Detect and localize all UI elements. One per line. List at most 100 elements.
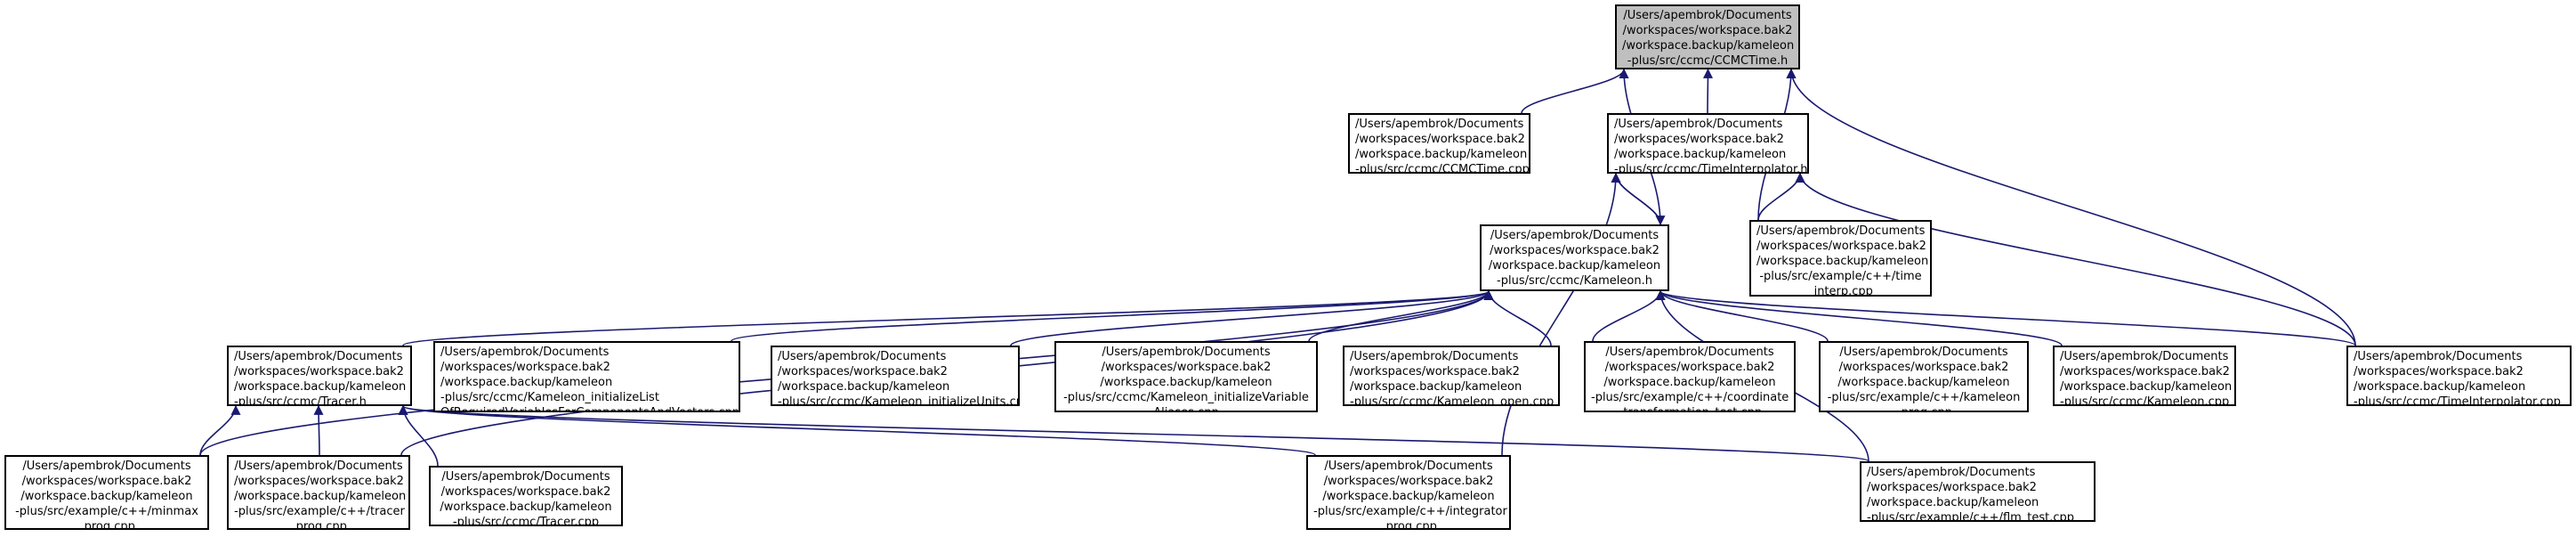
node-label-line: /workspace.backup/kameleon: [1488, 259, 1661, 273]
node-label-line: _prog.cpp: [1380, 520, 1437, 530]
node-label-line: /workspace.backup/kameleon: [234, 490, 407, 503]
node-coordinate-transformation-test-cpp[interactable]: /Users/apembrok/Documents/workspaces/wor…: [1584, 341, 1796, 412]
edge-kameleon_h-to-kameleon_cpp: [1655, 289, 2063, 346]
node-label-line: -plus/src/example/c++/integrator: [1313, 505, 1507, 518]
node-label-line: /workspaces/workspace.bak2: [2060, 365, 2230, 378]
node-label-line: /workspace.backup/kameleon: [1350, 380, 1522, 394]
edge-root-to-ccmctime_cpp: [1521, 68, 1629, 114]
node-label-line: /workspaces/workspace.bak2: [1323, 475, 1494, 488]
node-label-line: /Users/apembrok/Documents: [234, 350, 403, 363]
node-label-line: /workspace.backup/kameleon: [1603, 376, 1776, 389]
node-label-line: _prog.cpp: [78, 520, 135, 530]
node-label-line: -plus/src/ccmc/TimeInterpolator.h: [1614, 163, 1808, 174]
node-label-line: /workspace.backup/kameleon: [1622, 39, 1795, 53]
node-kameleon-h[interactable]: /Users/apembrok/Documents/workspaces/wor…: [1480, 224, 1669, 291]
node-minmax-prog-cpp[interactable]: /Users/apembrok/Documents/workspaces/wor…: [4, 455, 209, 530]
node-label-line: -plus/src/example/c++/kameleon: [1827, 391, 2021, 404]
node-label-line: /Users/apembrok/Documents: [440, 346, 610, 359]
node-label-line: /workspace.backup/kameleon: [1837, 376, 2010, 389]
node-label-line: /Users/apembrok/Documents: [778, 350, 947, 363]
node-label-line: /workspaces/workspace.bak2: [1838, 361, 2009, 374]
node-label-line: -plus/src/ccmc/Tracer.cpp: [452, 516, 600, 526]
node-kameleon-initializeunits-cpp[interactable]: /Users/apembrok/Documents/workspaces/wor…: [771, 346, 1020, 406]
node-label-line: -plus/src/ccmc/Tracer.h: [234, 395, 367, 406]
node-label-line: -plus/src/example/c++/time: [1759, 270, 1922, 283]
node-label-line: /Users/apembrok/Documents: [441, 470, 610, 484]
node-label-line: /workspace.backup/kameleon: [778, 380, 950, 394]
node-label-line: -plus/src/ccmc/Kameleon_open.cpp: [1350, 395, 1554, 406]
node-label-line: /Users/apembrok/Documents: [1605, 346, 1774, 359]
node-label-line: /Users/apembrok/Documents: [1350, 350, 1519, 363]
node-label-line: /workspace.backup/kameleon: [1614, 148, 1787, 161]
node-label-line: -plus/src/ccmc/Kameleon_initializeList: [440, 391, 659, 404]
node-kameleon-cpp[interactable]: /Users/apembrok/Documents/workspaces/wor…: [2053, 346, 2236, 406]
node-label-line: /workspaces/workspace.bak2: [440, 361, 610, 374]
node-label-line: -plus/src/example/c++/tracer: [234, 505, 405, 518]
node-label-line: /Users/apembrok/Documents: [1756, 224, 1926, 238]
node-label-line: -plus/src/ccmc/TimeInterpolator.cpp: [2354, 395, 2561, 406]
node-tracer-prog-cpp[interactable]: /Users/apembrok/Documents/workspaces/wor…: [227, 455, 410, 530]
node-kameleon-open-cpp[interactable]: /Users/apembrok/Documents/workspaces/wor…: [1343, 346, 1560, 406]
edge-kameleon_h-to-kameleon_open_cpp: [1483, 289, 1552, 346]
edge-kameleon_h-to-timeinterp_cpp: [1655, 289, 2356, 346]
node-label-line: _prog.cpp: [1826, 405, 2022, 411]
node-label-line: _transformation_test.cpp: [1591, 405, 1789, 411]
edge-kameleon_h-to-init_list_cpp: [731, 289, 1494, 342]
node-label-line: /workspaces/workspace.bak2: [778, 365, 948, 378]
node-label-line: /workspace.backup/kameleon: [1322, 490, 1495, 503]
node-label-line: /Users/apembrok/Documents: [1490, 229, 1659, 242]
node-label-line: /Users/apembrok/Documents: [22, 460, 191, 473]
node-label-line: /workspaces/workspace.bak2: [234, 475, 404, 488]
node-timeinterpolator-h[interactable]: /Users/apembrok/Documents/workspaces/wor…: [1607, 113, 1809, 174]
node-label-line: OfRequiredVariablesForComponentsAndVecto…: [440, 405, 739, 411]
node-kameleon-initializelist-cpp[interactable]: /Users/apembrok/Documents/workspaces/wor…: [433, 341, 740, 412]
node-label-line: -plus/src/ccmc/Kameleon_initializeUnits.…: [778, 395, 1020, 406]
node-integrator-prog-cpp[interactable]: /Users/apembrok/Documents/workspaces/wor…: [1306, 455, 1511, 530]
node-ccmctime-cpp[interactable]: /Users/apembrok/Documents/workspaces/wor…: [1348, 113, 1530, 174]
node-label-line: -plus/src/ccmc/Kameleon_initializeVariab…: [1063, 391, 1309, 404]
node-kameleon-prog-cpp[interactable]: /Users/apembrok/Documents/workspaces/wor…: [1819, 341, 2029, 412]
node-label-line: -plus/src/example/c++/coordinate: [1591, 391, 1789, 404]
node-label-line: /workspaces/workspace.bak2: [1604, 361, 1775, 374]
node-label-line: Aliases.cpp: [1062, 405, 1311, 411]
node-label-line: /workspace.backup/kameleon: [1867, 496, 2039, 509]
node-label-line: /workspace.backup/kameleon: [440, 376, 613, 389]
node-label-line: /workspaces/workspace.bak2: [1867, 481, 2037, 494]
edge-kameleon_h-to-init_var_aliases_cpp: [1308, 289, 1494, 342]
node-label-line: /workspace.backup/kameleon: [1756, 255, 1929, 268]
node-label-line: -plus/src/ccmc/CCMCTime.cpp: [1355, 163, 1530, 174]
node-label-line: -plus/src/ccmc/Kameleon.cpp: [2060, 395, 2230, 406]
edge-kameleon_h-to-timeinterp_h: [1615, 173, 1666, 226]
edge-kameleon_h-to-kameleon_prog_cpp: [1655, 289, 1829, 342]
node-label-line: /Users/apembrok/Documents: [234, 460, 403, 473]
node-label-line: /Users/apembrok/Documents: [2060, 350, 2229, 363]
node-time-interp-cpp[interactable]: /Users/apembrok/Documents/workspaces/wor…: [1749, 220, 1932, 297]
edge-kameleon_h-to-init_units_cpp: [1010, 289, 1494, 346]
node-label-line: /workspace.backup/kameleon: [2060, 380, 2233, 394]
edge-tracer_h-to-integrator_prog_cpp: [399, 404, 1316, 456]
node-label-line: /Users/apembrok/Documents: [1623, 9, 1792, 22]
node-label-line: /workspaces/workspace.bak2: [21, 475, 192, 488]
node-label-line: /workspaces/workspace.bak2: [1490, 244, 1659, 257]
node-label-line: /Users/apembrok/Documents: [1839, 346, 2008, 359]
node-label-line: /Users/apembrok/Documents: [1614, 118, 1783, 131]
edge-kameleon_h-to-coord_test_cpp: [1592, 289, 1666, 342]
node-tracer-cpp[interactable]: /Users/apembrok/Documents/workspaces/wor…: [429, 466, 623, 526]
node-tracer-h[interactable]: /Users/apembrok/Documents/workspaces/wor…: [227, 346, 412, 406]
edge-tracer_h-to-minmax_prog_cpp: [199, 404, 241, 456]
node-timeinterpolator-cpp[interactable]: /Users/apembrok/Documents/workspaces/wor…: [2346, 346, 2572, 406]
edge-timeinterp_h-to-time_interp_cpp: [1757, 172, 1805, 221]
node-root[interactable]: /Users/apembrok/Documents/workspaces/wor…: [1615, 4, 1800, 69]
node-label-line: /Users/apembrok/Documents: [1355, 118, 1524, 131]
node-label-line: /Users/apembrok/Documents: [1324, 460, 1493, 473]
node-label-line: /workspaces/workspace.bak2: [440, 485, 611, 499]
node-kameleon-initializevariablealiases-cpp[interactable]: /Users/apembrok/Documents/workspaces/wor…: [1054, 341, 1318, 412]
edge-tracer_h-to-flm_test_cpp: [399, 404, 1869, 462]
node-label-line: /workspace.backup/kameleon: [1100, 376, 1272, 389]
node-label-line: /Users/apembrok/Documents: [1867, 466, 2036, 479]
edge-kameleon_h-to-tracer_h: [402, 289, 1493, 346]
edge-timeinterp_h-to-integrator_prog_cpp: [1501, 172, 1621, 456]
node-label-line: /workspaces/workspace.bak2: [1614, 133, 1784, 146]
node-flm-test-cpp[interactable]: /Users/apembrok/Documents/workspaces/wor…: [1860, 461, 2096, 522]
